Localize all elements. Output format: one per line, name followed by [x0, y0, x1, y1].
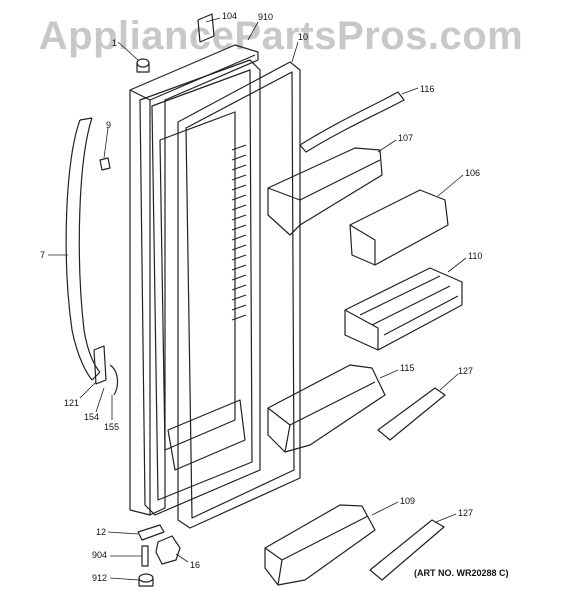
- callout-106: 106: [465, 168, 480, 178]
- egg-tray: [344, 267, 463, 351]
- door-outer-panel: [129, 44, 259, 516]
- callout-12: 12: [96, 527, 106, 537]
- bin-cover-lower: [369, 519, 445, 581]
- door-bin-upper: [267, 147, 383, 236]
- callout-127-lower: 127: [458, 508, 473, 518]
- callout-10: 10: [298, 32, 308, 42]
- door-handle: [65, 117, 101, 381]
- door-bin-lower: [264, 504, 376, 586]
- callout-107: 107: [398, 133, 413, 143]
- callout-910: 910: [258, 12, 273, 22]
- callout-121: 121: [64, 398, 79, 408]
- door-gasket: [177, 61, 301, 529]
- callout-115: 115: [400, 363, 414, 373]
- callout-155: 155: [104, 422, 119, 432]
- callout-16: 16: [190, 560, 200, 570]
- dairy-compartment: [349, 189, 449, 266]
- bin-cover-upper: [377, 387, 446, 441]
- door-liner: [139, 59, 261, 516]
- callout-labels: 104 910 10 1 116 9 107 106 7 110 115 127…: [40, 11, 482, 583]
- callout-127-upper: 127: [458, 366, 473, 376]
- callout-904: 904: [92, 550, 107, 560]
- callout-110: 110: [468, 251, 482, 261]
- shelf-ladder: [231, 144, 247, 321]
- watermark: AppliancePartsPros.com: [38, 14, 524, 58]
- callout-116: 116: [420, 84, 434, 94]
- callout-104: 104: [222, 11, 237, 21]
- callout-7: 7: [40, 250, 45, 260]
- leader-lines: [48, 17, 467, 581]
- callout-1: 1: [112, 38, 117, 48]
- top-hinge-parts: [99, 13, 215, 171]
- bin-rail: [299, 91, 405, 153]
- art-number: (ART NO. WR20288 C): [414, 568, 509, 578]
- callout-912: 912: [92, 573, 107, 583]
- callout-154: 154: [84, 412, 99, 422]
- callout-9: 9: [106, 120, 111, 130]
- callout-109: 109: [400, 496, 415, 506]
- bottom-hinge-parts: [93, 345, 181, 587]
- door-bin-middle: [267, 364, 386, 453]
